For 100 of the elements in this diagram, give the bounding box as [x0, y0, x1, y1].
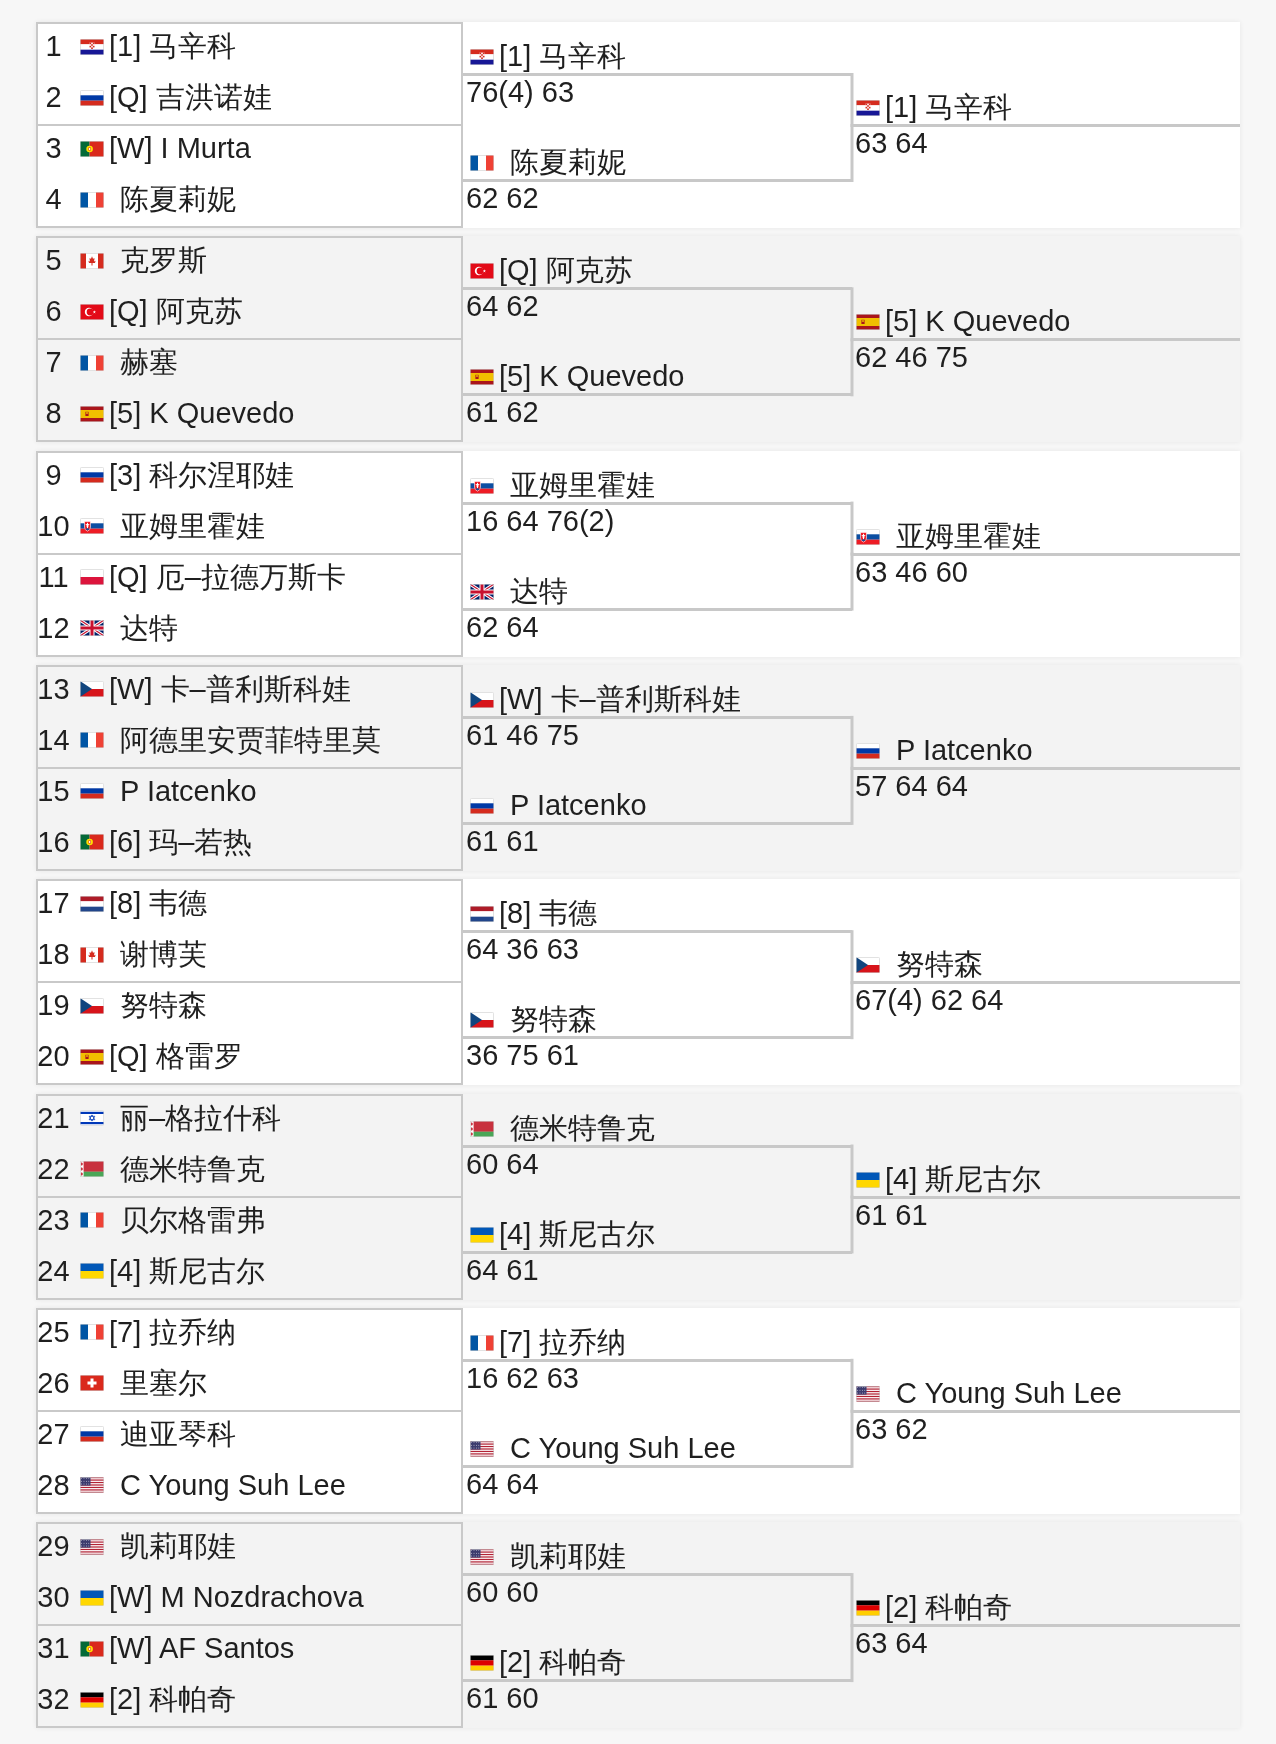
- player-name: 亚姆里霍娃: [896, 519, 1041, 553]
- player-name: 凯莉耶娃: [510, 1540, 626, 1574]
- match-box: [36, 450, 463, 555]
- match-box: [36, 124, 463, 228]
- player-name: [8] 韦德: [499, 897, 598, 931]
- draw-number: 32: [37, 1683, 70, 1717]
- group-band: [36, 664, 1240, 871]
- player-name: P Iatcenko: [896, 733, 1033, 767]
- player-name: 里塞尔: [120, 1366, 207, 1400]
- score: 76(4) 63: [466, 76, 574, 109]
- bracket-line: [850, 1195, 854, 1254]
- score: 62 64: [466, 610, 539, 644]
- draw-number: 28: [37, 1468, 70, 1502]
- bracket-line: [850, 981, 854, 1040]
- group-band: [36, 22, 1240, 228]
- draw-number: 17: [37, 887, 70, 921]
- player-name: [2] 科帕奇: [109, 1683, 237, 1717]
- group-band: [36, 450, 1240, 657]
- score: 62 62: [466, 182, 539, 215]
- draw-number: 14: [37, 723, 70, 757]
- draw-number: 25: [37, 1315, 70, 1349]
- player-name: 德米特鲁克: [510, 1111, 655, 1145]
- match-box: [36, 981, 463, 1086]
- draw-number: 15: [37, 774, 70, 808]
- draw-number: 27: [37, 1417, 70, 1451]
- draw-number: 18: [37, 938, 70, 972]
- match-box: [36, 1093, 463, 1198]
- player-name: 努特森: [510, 1003, 597, 1037]
- player-name: 克罗斯: [120, 244, 207, 278]
- bracket-line: [850, 552, 854, 611]
- match-box: [36, 1522, 463, 1627]
- draw-number: 2: [45, 81, 62, 114]
- player-name: [5] K Quevedo: [499, 360, 685, 394]
- draw-number: 3: [45, 132, 62, 165]
- group-band: [36, 1307, 1240, 1514]
- score: 63 64: [855, 1627, 928, 1661]
- score: 16 64 76(2): [466, 504, 615, 538]
- draw-number: 21: [37, 1101, 70, 1135]
- player-name: [5] K Quevedo: [885, 305, 1071, 339]
- draw-number: 20: [37, 1040, 70, 1074]
- match-box: [36, 1195, 463, 1300]
- bracket-line: [850, 1624, 854, 1683]
- bracket-line: [850, 1358, 854, 1413]
- player-name: P Iatcenko: [120, 774, 257, 808]
- score: 63 46 60: [855, 555, 968, 589]
- player-name: [6] 玛–若热: [109, 825, 253, 859]
- draw-number: 4: [45, 183, 62, 216]
- score: 63 64: [855, 127, 928, 160]
- player-name: [2] 科帕奇: [885, 1591, 1013, 1625]
- player-name: [1] 马辛科: [885, 91, 1013, 124]
- player-name: [Q] 阿克苏: [109, 295, 243, 329]
- player-name: 亚姆里霍娃: [120, 509, 265, 543]
- match-box: [36, 338, 463, 443]
- player-name: 谢博芙: [120, 938, 207, 972]
- player-name: C Young Suh Lee: [120, 1468, 346, 1502]
- player-name: [W] 卡–普利斯科娃: [499, 682, 741, 716]
- player-name: [4] 斯尼古尔: [885, 1162, 1042, 1196]
- player-name: [Q] 阿克苏: [499, 254, 633, 288]
- player-name: [W] M Nozdrachova: [109, 1581, 364, 1615]
- group-band: [36, 236, 1240, 443]
- score: 64 61: [466, 1253, 539, 1287]
- match-box: [36, 552, 463, 657]
- draw-number: 8: [45, 397, 62, 431]
- player-name: [4] 斯尼古尔: [109, 1254, 266, 1288]
- player-name: 达特: [510, 574, 568, 608]
- score: 63 62: [855, 1412, 928, 1446]
- player-name: 丽–格拉什科: [120, 1101, 282, 1135]
- player-name: [7] 拉乔纳: [109, 1315, 237, 1349]
- match-box: [36, 1624, 463, 1729]
- match-box: [36, 1307, 463, 1412]
- bracket-line: [850, 124, 854, 182]
- player-name: 亚姆里霍娃: [510, 468, 655, 502]
- draw-number: 10: [37, 509, 70, 543]
- draw-number: 24: [37, 1254, 70, 1288]
- draw-number: 7: [45, 346, 62, 380]
- draw-number: 13: [37, 672, 70, 706]
- match-box: [36, 879, 463, 984]
- player-name: P Iatcenko: [510, 788, 647, 822]
- player-name: 贝尔格雷弗: [120, 1203, 265, 1237]
- score: 64 62: [466, 290, 539, 324]
- score: 16 62 63: [466, 1361, 579, 1395]
- player-name: [Q] 厄–拉德万斯卡: [109, 560, 346, 594]
- player-name: [Q] 格雷罗: [109, 1040, 243, 1074]
- player-name: [W] I Murta: [109, 132, 251, 165]
- player-name: 陈夏莉妮: [120, 183, 236, 216]
- player-name: [8] 韦德: [109, 887, 208, 921]
- score: 61 62: [466, 396, 539, 430]
- player-name: 赫塞: [120, 346, 178, 380]
- score: 64 36 63: [466, 933, 579, 967]
- score: 67(4) 62 64: [855, 984, 1004, 1018]
- group-band: [36, 879, 1240, 1086]
- player-name: [5] K Quevedo: [109, 397, 295, 431]
- player-name: 陈夏莉妮: [510, 146, 626, 179]
- bracket-line: [850, 1144, 854, 1199]
- player-name: [W] 卡–普利斯科娃: [109, 672, 351, 706]
- draw-number: 5: [45, 244, 62, 278]
- bracket-line: [850, 338, 854, 397]
- score: 64 64: [466, 1467, 539, 1501]
- score: 60 64: [466, 1147, 539, 1181]
- score: 60 60: [466, 1576, 539, 1610]
